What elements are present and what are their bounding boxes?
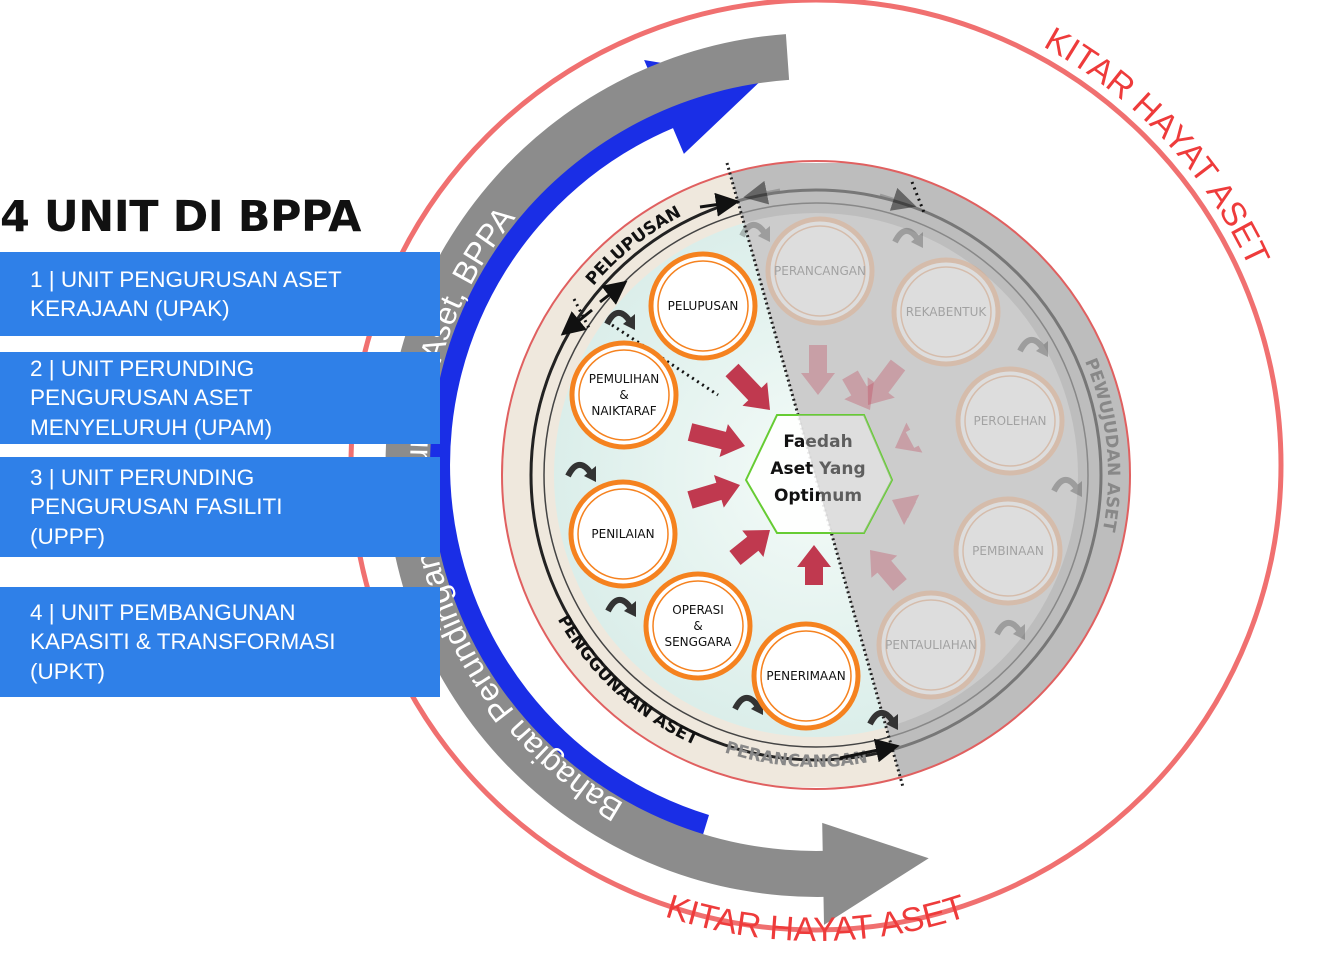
node-1: PEMULIHAN & NAIKTARAF [569, 340, 679, 450]
unit-box-3: 3 | UNIT PERUNDING PENGURUSAN FASILITI (UP… [0, 457, 440, 557]
node-2: PENILAIAN [568, 479, 678, 589]
unit-line: 3 | UNIT PERUNDING [30, 464, 255, 490]
node-label: PEMBINAAN [972, 544, 1044, 558]
node-0: PELUPUSAN [648, 251, 758, 361]
lifecycle-nodes: PELUPUSAN PEMULIHAN & NAIKTARAF PENILAIAN OPE… [568, 216, 1065, 731]
node-connectors [565, 222, 1082, 730]
node-4: PENERIMAAN [751, 621, 861, 731]
node-label: & [693, 619, 702, 633]
center-line-2: Aset Yang [770, 459, 865, 479]
inner-arrow-2 [687, 475, 740, 509]
inner-arrow-8 [892, 494, 920, 525]
node-label: PEROLEHAN [973, 414, 1046, 428]
unit-line: 4 | UNIT PEMBANGUNAN [30, 599, 296, 625]
connector-6 [892, 228, 923, 248]
node-label: PERANCANGAN [774, 264, 866, 278]
faded-node-4: PENTAULIAHAN [876, 590, 986, 700]
inner-arrow-0 [725, 363, 770, 410]
connector-2 [605, 597, 636, 617]
faded-node-3: PEMBINAAN [953, 496, 1063, 606]
page-title: 4 UNIT DI BPPA [0, 192, 361, 242]
connector-7 [1017, 337, 1048, 357]
bppa-arc-arrow [404, 60, 762, 859]
faded-node-1: REKABENTUK [891, 257, 1001, 367]
unit-box-2: 2 | UNIT PERUNDING PENGURUSAN ASET MENYELU… [0, 352, 440, 444]
node-label: PEMULIHAN [589, 372, 659, 386]
unit-line: MENYELURUH (UPAM) [30, 414, 273, 440]
node-label: PENTAULIAHAN [885, 638, 977, 652]
inner-arrow-3 [729, 530, 770, 565]
connector-4 [867, 710, 898, 730]
connector-8 [1051, 477, 1082, 497]
unit-line: PENGURUSAN FASILITI [30, 494, 283, 520]
inner-disc-border [501, 160, 1131, 790]
inner-arrow-1 [687, 423, 745, 457]
connector-5 [739, 222, 770, 242]
inner-arrows [687, 345, 923, 591]
unit-line: (UPKT) [30, 658, 105, 684]
unit-line: 1 | UNIT PENGURUSAN ASET [30, 266, 342, 292]
faded-node-0: PERANCANGAN [765, 216, 875, 326]
node-label: & [619, 388, 628, 402]
faded-node-2: PEROLEHAN [955, 366, 1065, 476]
unit-box-4: 4 | UNIT PEMBANGUNAN KAPASITI & TRANSFORM… [0, 587, 440, 697]
node-3: OPERASI & SENGGARA [643, 571, 753, 681]
connector-0 [604, 310, 635, 330]
inner-arrow-5 [801, 345, 835, 395]
node-label: SENGGARA [664, 635, 732, 649]
inner-arrow-4 [797, 545, 831, 585]
inner-arrow-9 [870, 550, 907, 591]
unit-line: (UPPF) [30, 523, 105, 549]
phase-divider [725, 162, 905, 788]
node-label: OPERASI [672, 603, 723, 617]
unit-box-1: 1 | UNIT PENGURUSAN ASET KERAJAAN (UPAK) [0, 252, 440, 336]
unit-line: KERAJAAN (UPAK) [30, 296, 230, 321]
inner-arrow-6 [867, 359, 906, 405]
connector-9 [994, 620, 1025, 640]
center-line-3: Optimum [774, 486, 862, 506]
phase-boundary-arrows [560, 180, 927, 763]
unit-line: KAPASITI & TRANSFORMASI [30, 629, 336, 655]
unit-line: PENGURUSAN ASET [30, 385, 253, 411]
node-label: REKABENTUK [906, 305, 988, 319]
center-line-1: Faedah [783, 432, 852, 452]
node-label: NAIKTARAF [591, 404, 656, 418]
unit-line: 2 | UNIT PERUNDING [30, 355, 255, 381]
inner-arrow-7 [895, 422, 923, 453]
node-label: PENERIMAAN [766, 669, 845, 683]
inner-arrow-10 [842, 370, 874, 410]
connector-1 [565, 462, 596, 482]
node-label: PELUPUSAN [668, 299, 739, 313]
node-label: PENILAIAN [591, 527, 654, 541]
center-hexagon: Faedah Aset Yang Optimum [744, 414, 894, 534]
